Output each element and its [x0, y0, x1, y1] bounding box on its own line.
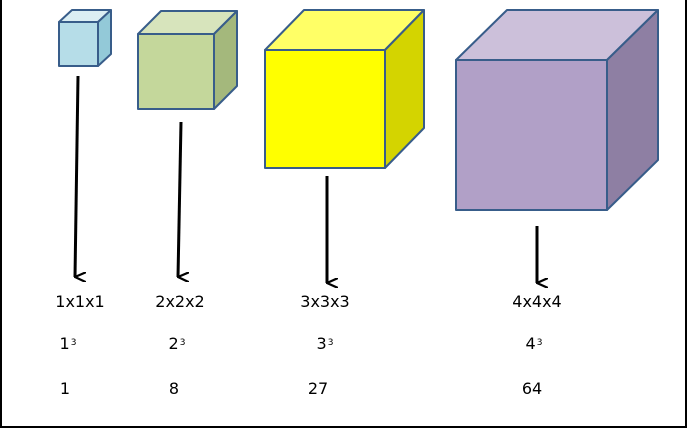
power-label-2: 23	[168, 334, 186, 353]
arrow-1	[73, 75, 78, 277]
product-label-4: 4x4x4	[512, 292, 562, 311]
power-label-3: 33	[316, 334, 334, 353]
value-label-2: 8	[168, 379, 180, 398]
power-label-4: 43	[525, 334, 543, 353]
cube-2-front	[137, 33, 215, 110]
cube-3-front	[264, 49, 386, 169]
product-label-3: 3x3x3	[300, 292, 350, 311]
cube-1x1x1	[58, 9, 112, 67]
cube-4x4x4	[455, 9, 659, 211]
product-label-1: 1x1x1	[55, 292, 105, 311]
product-label-2: 2x2x2	[155, 292, 205, 311]
power-label-1: 13	[59, 334, 77, 353]
arrow-2	[176, 121, 181, 277]
cube-3x3x3	[264, 9, 425, 169]
cube-2x2x2	[137, 10, 238, 110]
value-label-3: 27	[307, 379, 329, 398]
value-label-4: 64	[521, 379, 543, 398]
value-label-1: 1	[59, 379, 71, 398]
cube-1-front	[58, 21, 99, 67]
cube-4-front	[455, 59, 608, 211]
